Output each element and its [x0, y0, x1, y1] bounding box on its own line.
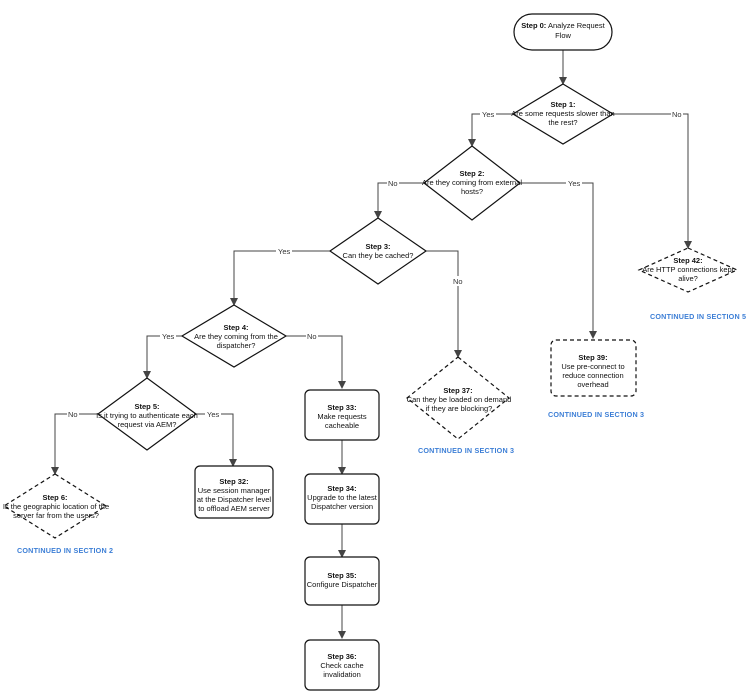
continued-section-3-link-a[interactable]: CONTINUED IN SECTION 3	[418, 446, 514, 455]
node-step-4-title: Step 4:	[223, 323, 248, 332]
node-step-4-line-1: Are they coming from the	[194, 332, 278, 341]
node-step-36-title: Step 36:	[327, 652, 356, 661]
node-step-2-line-2: hosts?	[461, 187, 483, 196]
edge-label-s3-no: No	[453, 277, 463, 286]
node-step-39-line-2: reduce connection	[562, 371, 623, 380]
node-step-5-title: Step 5:	[134, 402, 159, 411]
node-step-0: Step 0: Analyze Request Flow	[513, 13, 613, 51]
node-step-39-line-3: overhead	[577, 380, 608, 389]
node-step-32-line-2: at the Dispatcher level	[197, 495, 272, 504]
node-step-3: Step 3: Can they be cached?	[328, 217, 428, 285]
node-step-34-title: Step 34:	[327, 484, 356, 493]
node-step-5: Step 5: Is it trying to authenticate eac…	[96, 377, 198, 451]
edge-label-s2-yes: Yes	[568, 179, 580, 188]
node-step-35-title: Step 35:	[327, 571, 356, 580]
node-step-33-line-2: cacheable	[325, 421, 359, 430]
node-step-36-line-1: Check cache	[320, 661, 363, 670]
node-step-32-title: Step 32:	[219, 477, 248, 486]
node-step-36: Step 36: Check cache invalidation	[304, 639, 380, 691]
node-step-1-line-2: the rest?	[548, 118, 577, 127]
node-step-39-line-1: Use pre-connect to	[561, 362, 624, 371]
node-step-0-line-2: Flow	[555, 31, 571, 40]
edge-s1-s42	[613, 113, 692, 249]
node-step-35-line-1: Configure Dispatcher	[307, 580, 378, 589]
node-step-6-title: Step 6:	[42, 493, 67, 502]
node-step-33: Step 33: Make requests cacheable	[304, 389, 380, 441]
node-step-34-line-2: Dispatcher version	[311, 502, 373, 511]
node-step-42-title: Step 42:	[673, 256, 702, 265]
edge-label-s1-yes: Yes	[482, 110, 494, 119]
node-step-32-line-1: Use session manager	[198, 486, 271, 495]
node-step-2: Step 2: Are they coming from external ho…	[422, 145, 522, 221]
node-step-0-line-1: Analyze Request	[548, 21, 606, 30]
node-step-1-line-1: Are some requests slower than	[511, 109, 614, 118]
edge-s3-s4	[230, 250, 330, 306]
node-step-32: Step 32: Use session manager at the Disp…	[194, 465, 274, 519]
node-step-0-title: Step 0:	[521, 21, 546, 30]
node-step-33-title: Step 33:	[327, 403, 356, 412]
edge-label-s3-yes: Yes	[278, 247, 290, 256]
edge-label-s5-yes: Yes	[207, 410, 219, 419]
edge-s5-s6	[51, 413, 99, 475]
node-step-2-line-1: Are they coming from external	[422, 178, 522, 187]
edge-s1-s2	[468, 113, 515, 147]
edge-s4-s33	[285, 335, 346, 389]
node-step-36-line-2: invalidation	[323, 670, 361, 679]
node-step-6-line-1: Is the geographic location of the	[3, 502, 109, 511]
node-step-1-title: Step 1:	[550, 100, 575, 109]
svg-text:Step 0: Analyze Request: Step 0: Analyze Request	[521, 21, 605, 30]
node-step-34-line-1: Upgrade to the latest	[307, 493, 378, 502]
node-step-42-line-2: alive?	[678, 274, 698, 283]
node-step-34: Step 34: Upgrade to the latest Dispatche…	[304, 473, 380, 525]
edge-s4-s5	[143, 335, 185, 379]
edge-s3-s37	[425, 250, 462, 358]
node-step-6: Step 6: Is the geographic location of th…	[3, 473, 109, 539]
node-step-3-title: Step 3:	[365, 242, 390, 251]
node-step-33-line-1: Make requests	[317, 412, 366, 421]
node-step-37-line-2: if they are blocking?	[426, 404, 493, 413]
edge-label-s1-no: No	[672, 110, 682, 119]
node-step-1: Step 1: Are some requests slower than th…	[511, 83, 615, 145]
edge-s2-s39	[520, 182, 597, 339]
node-step-5-line-1: Is it trying to authenticate each	[96, 411, 198, 420]
node-step-42: Step 42: Are HTTP connections kept alive…	[637, 247, 739, 293]
node-step-6-line-2: server far from the users?	[13, 511, 99, 520]
node-step-4-line-2: dispatcher?	[217, 341, 256, 350]
continued-section-5-link[interactable]: CONTINUED IN SECTION 5	[650, 312, 746, 321]
edge-label-s2-no: No	[388, 179, 398, 188]
node-step-3-line-1: Can they be cached?	[343, 251, 414, 260]
node-step-4: Step 4: Are they coming from the dispatc…	[180, 304, 288, 368]
node-step-5-line-2: request via AEM?	[118, 420, 177, 429]
node-step-37-line-1: Can they be loaded on demand	[407, 395, 512, 404]
node-step-37-title: Step 37:	[443, 386, 472, 395]
edge-s5-s32	[195, 413, 237, 467]
node-step-37: Step 37: Can they be loaded on demand if…	[406, 356, 512, 440]
node-step-42-line-1: Are HTTP connections kept	[642, 265, 734, 274]
node-step-32-line-3: to offload AEM server	[198, 504, 270, 513]
edge-labels: Yes No No Yes Yes No Yes No No Yes	[67, 109, 683, 419]
node-step-35: Step 35: Configure Dispatcher	[304, 556, 380, 606]
node-step-39: Step 39: Use pre-connect to reduce conne…	[550, 339, 637, 397]
edge-label-s5-no: No	[68, 410, 78, 419]
node-step-2-title: Step 2:	[459, 169, 484, 178]
node-step-39-title: Step 39:	[578, 353, 607, 362]
continued-section-2-link[interactable]: CONTINUED IN SECTION 2	[17, 546, 113, 555]
edge-label-s4-yes: Yes	[162, 332, 174, 341]
continued-section-3-link-b[interactable]: CONTINUED IN SECTION 3	[548, 410, 644, 419]
edge-label-s4-no: No	[307, 332, 317, 341]
edge-s2-s3	[374, 182, 426, 219]
